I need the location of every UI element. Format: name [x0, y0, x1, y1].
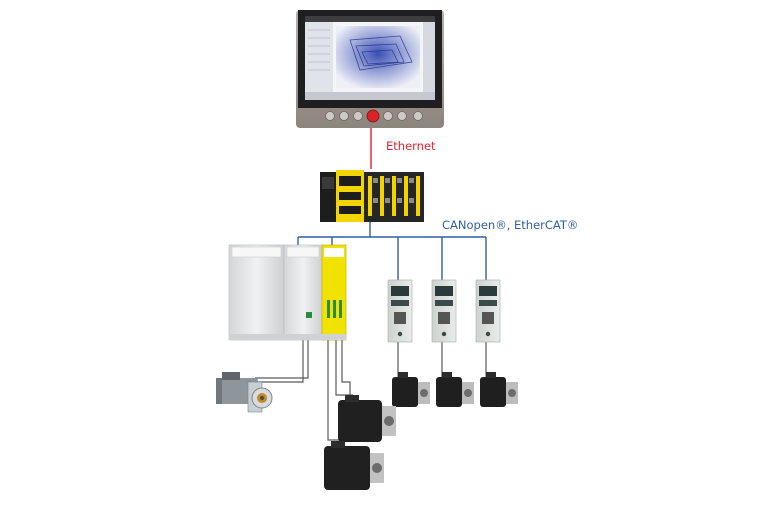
- ethernet-label: Ethernet: [386, 139, 436, 153]
- drive-cabinet: [228, 244, 347, 341]
- io-controller-icon: [320, 170, 424, 222]
- fieldbus-cable: [297, 222, 487, 280]
- spindle-motor-icon: [216, 372, 273, 413]
- servo-motor-icon: [392, 372, 518, 407]
- hmi-panel-icon: [296, 10, 444, 128]
- servo-drive-icon: [387, 279, 501, 343]
- motor-cables: [255, 340, 487, 441]
- fieldbus-label: CANopen®, EtherCAT®: [442, 218, 579, 232]
- large-servo-motor-icon: [324, 395, 396, 490]
